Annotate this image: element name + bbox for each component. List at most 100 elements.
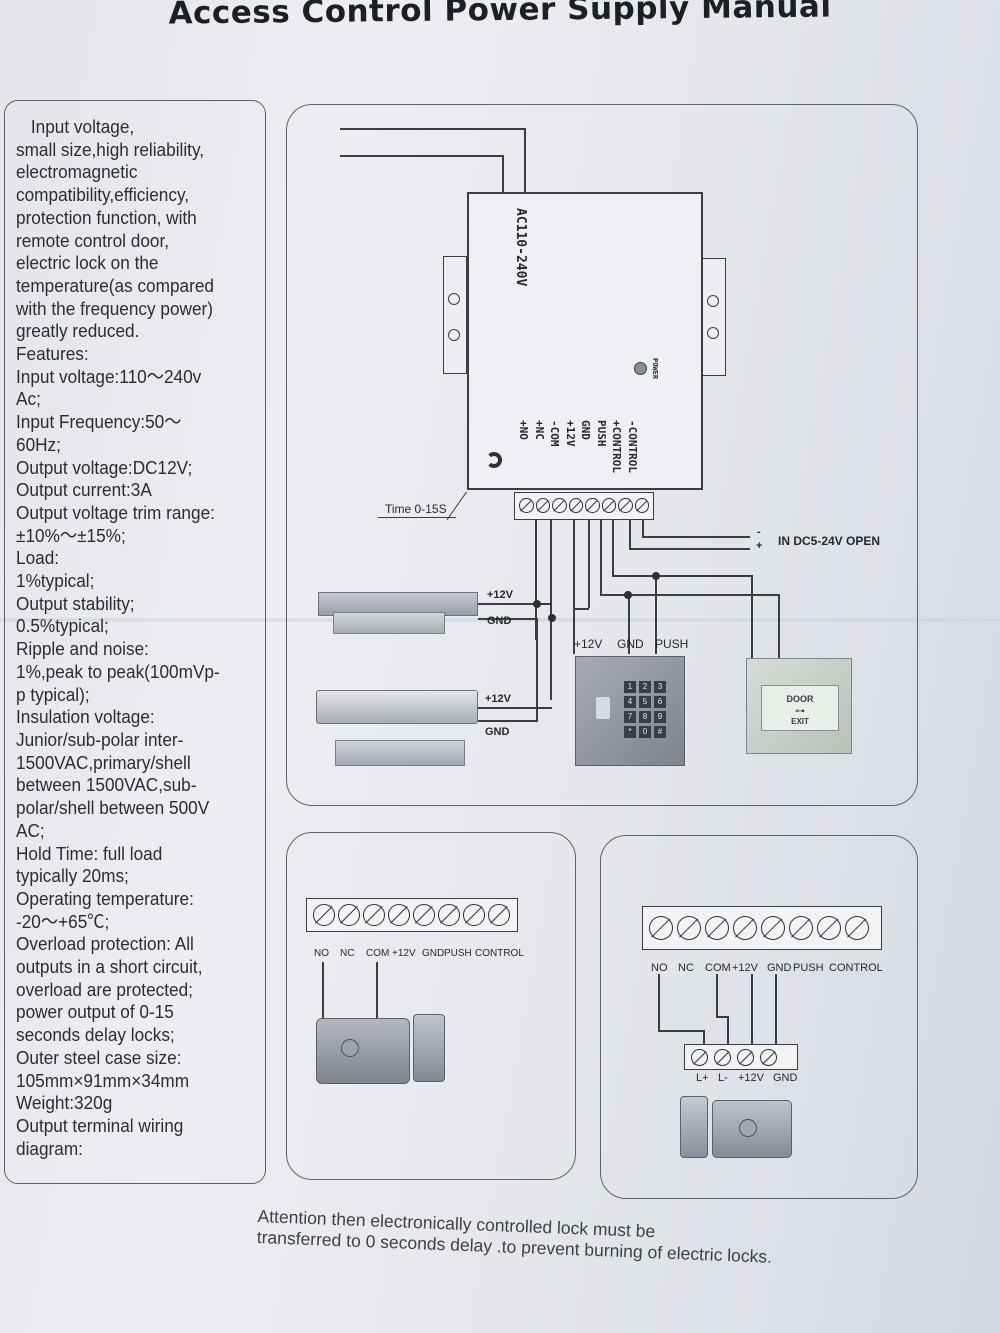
psu-terminal-block: [514, 492, 654, 520]
ac-wire-1: [340, 128, 526, 130]
control-plus: +: [756, 540, 763, 552]
ac-wire-2: [340, 155, 504, 157]
keypad-key: *: [624, 726, 636, 738]
spec-line: with the frequency power): [16, 297, 214, 319]
left-terminal-block: [306, 898, 518, 932]
psu-terminal-label: -COM: [548, 420, 561, 447]
terminal-screw: [413, 904, 435, 926]
wiring-panel-left: [286, 832, 576, 1180]
wire-seg: [536, 618, 538, 722]
terminal-screw: [845, 916, 869, 940]
mount-hole: [707, 295, 719, 307]
psu-terminal-label: -CONTROL: [625, 420, 639, 473]
spec-line: compatibility,efficiency,: [16, 184, 190, 206]
spec-line: Weight:320g: [16, 1092, 113, 1114]
ac-wire-1-drop: [524, 128, 526, 192]
spec-line: electric lock on the: [16, 252, 159, 274]
wire-seg: [588, 520, 590, 608]
psu-terminal-label: PUSH: [594, 420, 608, 447]
spec-line: Outer steel case size:: [16, 1046, 182, 1068]
terminal-label: GND: [767, 962, 792, 974]
keypad-key: 4: [624, 696, 636, 708]
wire-seg: [727, 1016, 729, 1044]
wire-seg: [751, 575, 753, 658]
ac-wire-2-drop: [502, 155, 504, 192]
terminal-screw: [649, 916, 673, 940]
lock-cylinder-icon: [341, 1039, 359, 1057]
lock-strike-left: [413, 1014, 445, 1082]
terminal-screw: [552, 498, 567, 513]
terminal-screw: [714, 1049, 731, 1066]
lock-cylinder-icon: [739, 1119, 757, 1137]
mag-lock-gnd-label: GND: [485, 726, 510, 738]
wire-seg: [629, 548, 750, 550]
psu-terminal-label: +NO: [517, 420, 530, 440]
time-delay-label: Time 0-15S: [385, 502, 447, 516]
main-wiring-panel: [286, 104, 918, 806]
wire-seg: [478, 618, 538, 620]
keypad-key: 5: [639, 696, 651, 708]
electric-lock-right: [712, 1100, 792, 1158]
terminal-screw: [737, 1049, 754, 1066]
terminal-screw: [733, 916, 757, 940]
wire-seg: [612, 575, 752, 577]
mount-hole: [448, 329, 460, 341]
spec-line: small size,high reliability,: [16, 138, 205, 160]
wire-seg: [573, 520, 575, 640]
terminal-label: CONTROL: [475, 948, 524, 959]
lock-terminal-label: GND: [773, 1072, 798, 1084]
spec-line: overload are protected;: [16, 978, 193, 1000]
terminal-label: +12V: [392, 948, 416, 959]
spec-line: Junior/sub-polar inter-: [16, 728, 184, 750]
exit-button-label-1: DOOR: [786, 694, 814, 704]
mag-lock-12v-label: +12V: [485, 693, 511, 705]
wire-seg: [703, 1030, 705, 1044]
power-led: [634, 362, 647, 375]
spec-line: electromagnetic: [16, 161, 138, 183]
terminal-screw: [488, 904, 510, 926]
spec-line: power output of 0-15: [16, 1001, 174, 1023]
terminal-screw: [585, 498, 600, 513]
terminal-label: +12V: [732, 962, 758, 974]
wire-seg: [642, 520, 644, 536]
spec-line: -20～+65℃;: [16, 910, 110, 932]
exit-button-label-2: EXIT: [791, 717, 809, 726]
bolt-lock-gnd-label: GND: [487, 615, 512, 627]
wire-seg: [658, 1030, 704, 1032]
terminal-label: CONTROL: [829, 962, 883, 974]
wire-seg: [612, 520, 614, 575]
wire-seg: [655, 575, 657, 654]
junction-dot: [652, 572, 660, 580]
wire-seg: [573, 608, 575, 654]
keypad-key: 6: [654, 696, 666, 708]
terminal-screw: [691, 1049, 708, 1066]
electric-lock-left: [316, 1018, 410, 1084]
control-minus: -: [757, 526, 761, 538]
terminal-label: PUSH: [444, 948, 472, 959]
power-led-label: POWER: [651, 358, 659, 380]
specifications-box: [4, 100, 266, 1184]
key-icon: ⊶: [795, 706, 805, 717]
spec-line: diagram:: [16, 1137, 83, 1159]
wire-seg: [716, 1016, 728, 1018]
wire-seg: [751, 974, 753, 1044]
spec-line: Output terminal wiring: [16, 1114, 184, 1136]
terminal-label: NO: [651, 962, 668, 974]
terminal-screw: [535, 498, 550, 513]
psu-terminal-label: +NC: [532, 420, 546, 440]
spec-line: 1500VAC,primary/shell: [16, 751, 191, 773]
wire-seg: [376, 962, 378, 1022]
terminal-label: COM: [366, 948, 390, 959]
terminal-screw: [363, 904, 385, 926]
spec-line: Hold Time: full load: [16, 842, 163, 864]
wire-seg: [775, 974, 777, 1044]
bolt-lock-12v-label: +12V: [487, 589, 513, 601]
delay-knob-icon: [486, 452, 502, 468]
power-supply-unit: [467, 192, 703, 490]
psu-voltage-label: AC110-240V: [513, 208, 528, 287]
keypad-label: PUSH: [655, 637, 689, 651]
keypad-key: 3: [654, 681, 666, 693]
wire-seg: [550, 520, 552, 700]
psu-mount-ear-left: [443, 256, 467, 374]
